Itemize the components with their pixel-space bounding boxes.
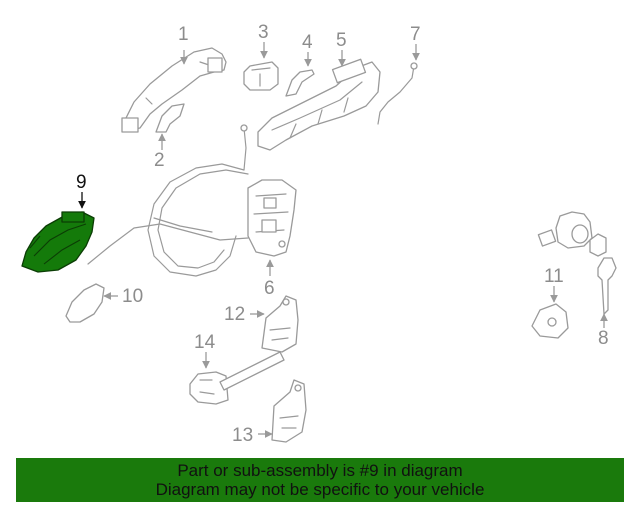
part-9-inside-handle[interactable]: [21, 211, 95, 273]
callout-8: 8: [598, 328, 609, 349]
part-5-handle-bracket[interactable]: [257, 58, 381, 151]
parts-diagram: 1 2 3 4 5 7: [21, 22, 617, 446]
part-13-hinge[interactable]: [271, 379, 307, 443]
cable-loop: [87, 124, 249, 277]
callout-7: 7: [410, 24, 421, 45]
callout-4: 4: [302, 32, 313, 53]
part-2-gasket[interactable]: [155, 103, 185, 133]
callout-13: 13: [232, 425, 253, 446]
part-lock-cylinder[interactable]: [537, 211, 607, 257]
callout-10: 10: [122, 286, 143, 307]
part-1-outside-handle[interactable]: [121, 47, 227, 133]
notice-line-1: Part or sub-assembly is #9 in diagram: [177, 461, 463, 480]
part-12-striker[interactable]: [261, 295, 299, 353]
part-3-handle-cap[interactable]: [243, 61, 279, 91]
notice-banner: Part or sub-assembly is #9 in diagram Di…: [16, 458, 624, 502]
callout-11: 11: [544, 266, 564, 287]
callout-12: 12: [224, 304, 245, 325]
callout-1: 1: [178, 24, 189, 45]
part-14-door-check[interactable]: [189, 351, 285, 405]
part-11-retainer[interactable]: [531, 303, 569, 339]
part-10-handle-cover[interactable]: [65, 283, 105, 323]
callout-5: 5: [336, 30, 347, 51]
part-8-key[interactable]: [597, 257, 617, 315]
callout-2: 2: [154, 150, 165, 171]
notice-line-2: Diagram may not be specific to your vehi…: [155, 480, 485, 499]
part-6-lock-actuator[interactable]: [247, 179, 297, 257]
callout-14: 14: [194, 332, 216, 353]
part-4-gasket[interactable]: [285, 69, 315, 97]
callout-3: 3: [258, 22, 269, 43]
callout-9: 9: [76, 172, 87, 193]
part-7-rod[interactable]: [377, 62, 418, 125]
callout-6: 6: [264, 278, 275, 299]
